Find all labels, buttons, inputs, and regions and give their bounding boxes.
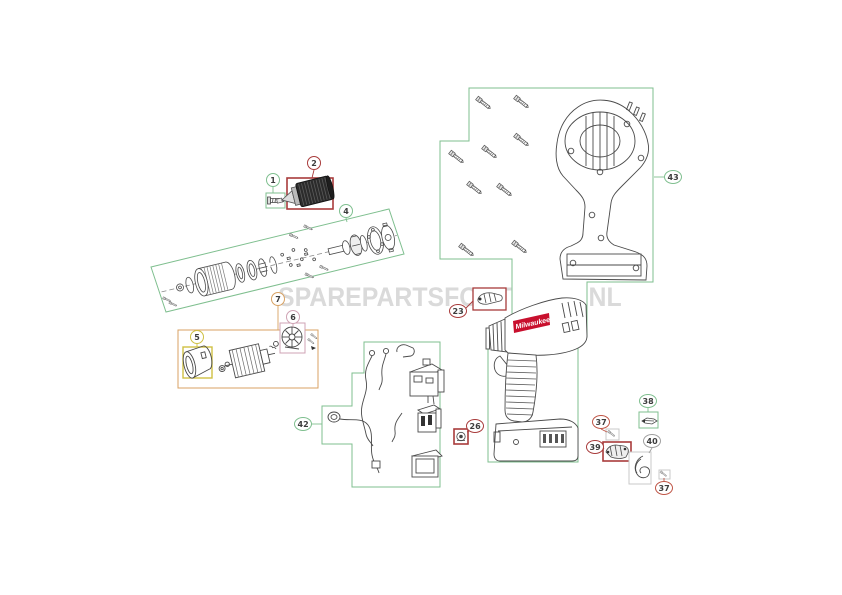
part-1-screw-drawing <box>267 196 285 205</box>
part-6-end-bell-drawing <box>281 326 318 350</box>
rotor-drawing <box>218 340 279 379</box>
part-5-motor-can-drawing <box>182 345 213 379</box>
callout-leader-lines <box>196 169 666 481</box>
callout-2[interactable]: 2 <box>307 156 321 170</box>
part-4-gearbox-drawing <box>161 222 397 309</box>
callout-7[interactable]: 7 <box>271 292 285 306</box>
callout-37-bottom[interactable]: 37 <box>655 481 674 495</box>
part-38-clip-drawing <box>641 417 658 425</box>
callout-23[interactable]: 23 <box>449 304 468 318</box>
part-39-gear-selector-drawing <box>605 444 629 459</box>
part-26-button-drawing <box>456 431 466 442</box>
callout-26[interactable]: 26 <box>466 419 485 433</box>
callout-39[interactable]: 39 <box>586 440 605 454</box>
part-2-chuck-drawing <box>276 175 335 208</box>
callout-42[interactable]: 42 <box>294 417 313 431</box>
callout-6[interactable]: 6 <box>286 310 300 324</box>
callout-1[interactable]: 1 <box>266 173 280 187</box>
callout-4[interactable]: 4 <box>339 204 353 218</box>
part-42-wiring-drawing <box>327 344 445 478</box>
part-23-selector-drawing <box>477 292 503 305</box>
part-37-top-box <box>605 428 620 441</box>
callout-38[interactable]: 38 <box>639 394 658 408</box>
callout-43[interactable]: 43 <box>664 170 683 184</box>
part-40-belt-hook-drawing <box>634 455 650 479</box>
assembled-drill-drawing: Milwaukee <box>485 297 588 462</box>
callout-5[interactable]: 5 <box>190 330 204 344</box>
part-37-bottom-box <box>658 469 671 480</box>
right-half-housing-drawing <box>555 99 650 281</box>
callout-37-top[interactable]: 37 <box>592 415 611 429</box>
callout-40[interactable]: 40 <box>643 434 662 448</box>
